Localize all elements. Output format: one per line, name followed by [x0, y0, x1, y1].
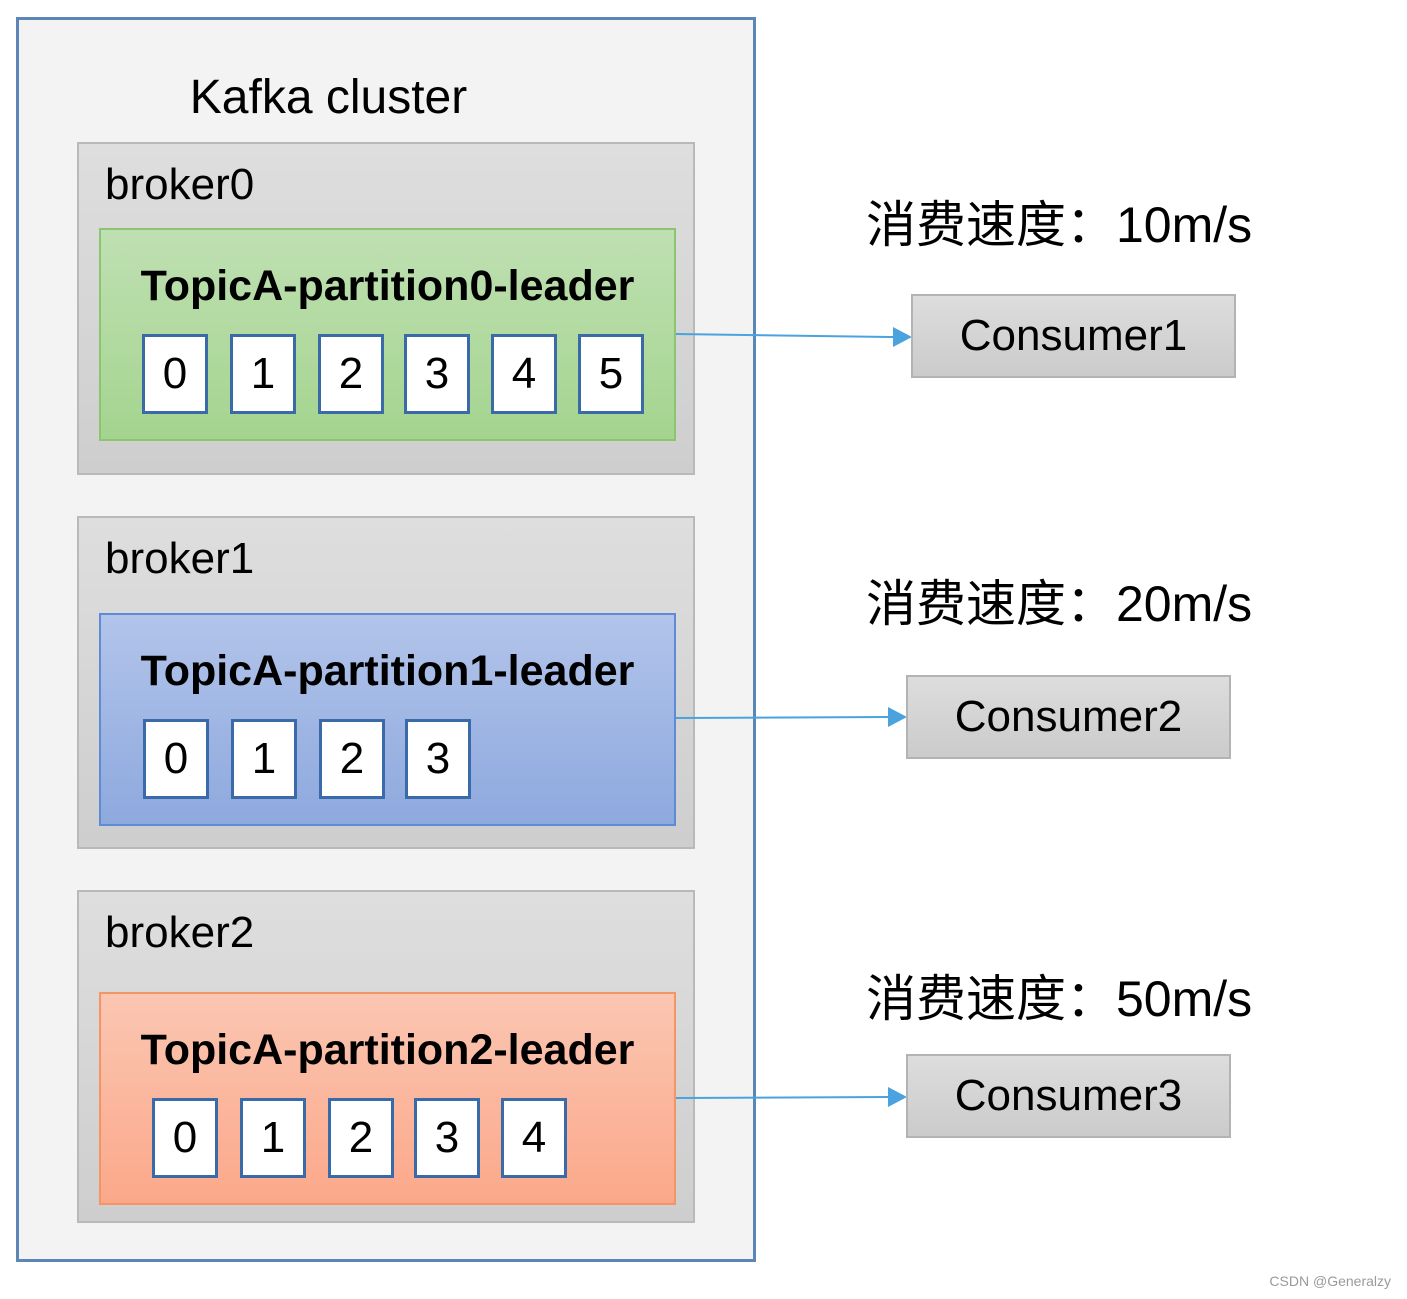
offset-cell: 0 [142, 334, 208, 414]
broker-0: broker0 TopicA-partition0-leader 0 1 2 3… [77, 142, 695, 475]
partition-1-leader: TopicA-partition1-leader 0 1 2 3 [99, 613, 676, 826]
broker-label: broker2 [105, 908, 255, 957]
consumer3-speed: 消费速度：50m/s [866, 971, 1253, 1027]
arrow-partition2-consumer3 [675, 1096, 889, 1099]
consumer2-box: Consumer2 [906, 675, 1231, 759]
broker-label: broker0 [105, 160, 255, 209]
broker-label: broker1 [105, 534, 255, 583]
offset-cell: 2 [328, 1098, 394, 1178]
consumer3-box: Consumer3 [906, 1054, 1231, 1138]
offset-cell: 3 [414, 1098, 480, 1178]
consumer1-box: Consumer1 [911, 294, 1236, 378]
consumer1-speed: 消费速度：10m/s [866, 197, 1253, 253]
arrowhead-icon [888, 1087, 907, 1107]
arrow-partition1-consumer2 [675, 716, 889, 719]
partition-title: TopicA-partition2-leader [140, 1026, 635, 1074]
partition-0-leader: TopicA-partition0-leader 0 1 2 3 4 5 [99, 228, 676, 441]
offset-cell: 0 [143, 719, 209, 799]
offset-cell: 3 [405, 719, 471, 799]
partition-title: TopicA-partition0-leader [140, 262, 635, 310]
broker-2: broker2 TopicA-partition2-leader 0 1 2 3… [77, 890, 695, 1223]
offset-cell: 4 [501, 1098, 567, 1178]
watermark: CSDN @Generalzy [1269, 1273, 1391, 1289]
arrowhead-icon [888, 707, 907, 727]
consumer2-speed: 消费速度：20m/s [866, 576, 1253, 632]
offset-cell: 4 [491, 334, 557, 414]
partition-title: TopicA-partition1-leader [140, 647, 635, 695]
offset-cell: 1 [230, 334, 296, 414]
offset-cell: 5 [578, 334, 644, 414]
offset-cell: 1 [231, 719, 297, 799]
partition-2-leader: TopicA-partition2-leader 0 1 2 3 4 [99, 992, 676, 1205]
offset-cell: 2 [319, 719, 385, 799]
offset-cell: 1 [240, 1098, 306, 1178]
offset-cell: 2 [318, 334, 384, 414]
arrowhead-icon [893, 327, 912, 347]
cluster-title: Kafka cluster [189, 71, 468, 124]
broker-1: broker1 TopicA-partition1-leader 0 1 2 3 [77, 516, 695, 849]
offset-cell: 0 [152, 1098, 218, 1178]
offset-cell: 3 [404, 334, 470, 414]
arrow-partition0-consumer1 [675, 333, 894, 338]
